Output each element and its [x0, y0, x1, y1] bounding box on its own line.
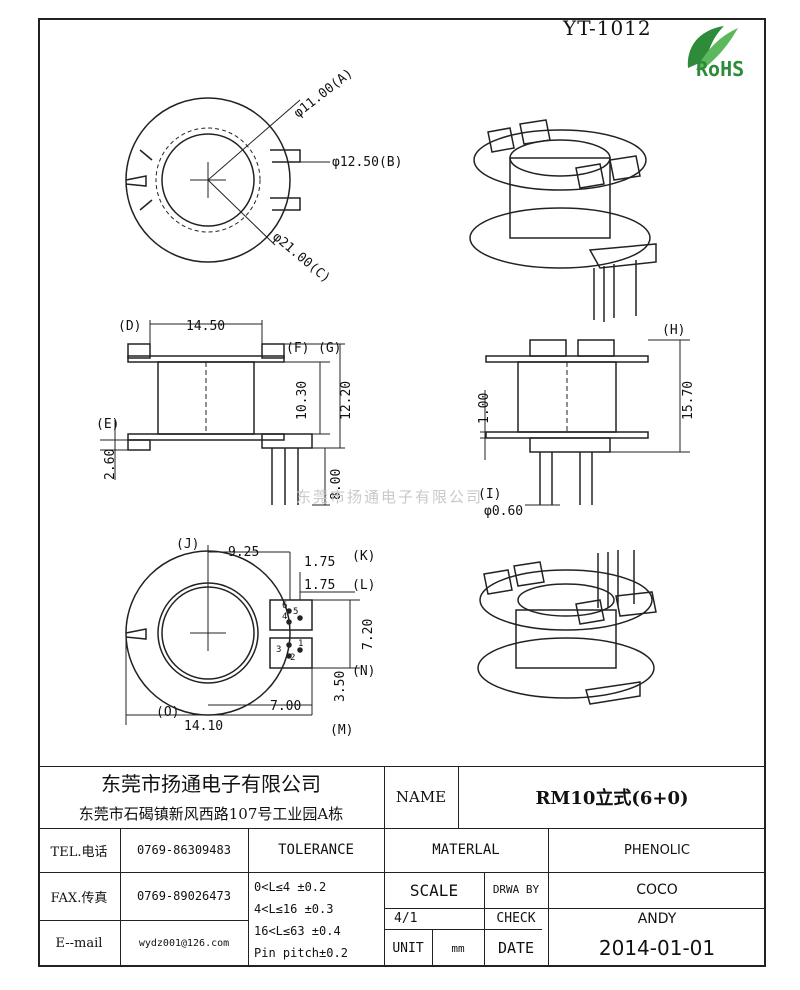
tolerance-row: 0<L≤4 ±0.2: [254, 880, 327, 894]
svg-text:8.00: 8.00: [329, 469, 344, 500]
side-view: [480, 339, 690, 506]
tel-value: 0769-86309483: [137, 843, 231, 857]
tolerance-label: TOLERANCE: [278, 842, 354, 858]
svg-text:4: 4: [282, 612, 287, 622]
svg-text:3.50: 3.50: [333, 671, 348, 702]
svg-text:14.50: 14.50: [186, 319, 225, 334]
svg-text:3: 3: [276, 645, 281, 655]
svg-text:5: 5: [293, 607, 298, 617]
model-code: YT-1012: [563, 16, 652, 40]
tolerance-row: Pin pitch±0.2: [254, 946, 348, 960]
fax-value: 0769-89026473: [137, 889, 231, 903]
svg-text:10.30: 10.30: [295, 381, 310, 420]
svg-text:φ21.00(C): φ21.00(C): [269, 230, 333, 287]
svg-text:(F): (F): [286, 341, 309, 356]
check-label: CHECK: [496, 911, 536, 926]
name-value: RM10立式(6+0): [535, 788, 689, 809]
svg-text:(H): (H): [662, 323, 685, 338]
rohs-logo: RoHS: [687, 26, 744, 80]
technical-drawing: φ11.00(A) φ12.50(B) φ21.00(C) (D) 14.50 …: [96, 66, 696, 738]
fax-label: FAX.传真: [50, 890, 108, 906]
svg-text:(I): (I): [478, 487, 501, 502]
email-label: E--mail: [55, 936, 103, 951]
title-block: 东莞市扬通电子有限公司 东莞市石碣镇新风西路107号工业园A栋 NAME RM1…: [38, 766, 766, 967]
material-value: PHENOLIC: [624, 842, 690, 858]
email-value: wydz001@126.com: [138, 938, 230, 949]
name-label: NAME: [395, 788, 447, 806]
svg-text:(L): (L): [352, 578, 375, 593]
svg-text:2: 2: [290, 653, 295, 663]
drawing-frame: [38, 18, 766, 967]
svg-text:(K): (K): [352, 549, 375, 564]
svg-text:φ12.50(B): φ12.50(B): [332, 155, 402, 170]
iso-view-top: [469, 119, 657, 322]
svg-text:1: 1: [298, 639, 303, 649]
svg-text:(E): (E): [96, 417, 119, 432]
svg-text:14.10: 14.10: [184, 719, 223, 734]
svg-text:(G): (G): [318, 341, 341, 356]
svg-text:RoHS: RoHS: [696, 57, 744, 80]
svg-text:1.75: 1.75: [304, 555, 335, 570]
svg-text:7.20: 7.20: [361, 619, 376, 650]
svg-text:9.25: 9.25: [228, 545, 259, 560]
svg-text:12.20: 12.20: [339, 381, 354, 420]
tolerance-row: 16<L≤63 ±0.4: [254, 924, 341, 938]
date-label: DATE: [497, 939, 535, 957]
svg-text:1.75: 1.75: [304, 578, 335, 593]
svg-text:(N): (N): [352, 664, 375, 679]
check-value: ANDY: [637, 910, 677, 927]
company-address: 东莞市石碣镇新风西路107号工业园A栋: [78, 804, 344, 823]
svg-text:6: 6: [282, 601, 287, 611]
material-label: MATERLAL: [432, 842, 500, 858]
svg-text:(J): (J): [176, 537, 199, 552]
unit-value: mm: [451, 941, 465, 955]
svg-text:φ0.60: φ0.60: [484, 504, 523, 519]
watermark-text: 东莞市扬通电子有限公司: [296, 488, 484, 506]
bottom-view: [125, 545, 360, 725]
front-view: [100, 320, 345, 506]
svg-text:(M): (M): [330, 723, 353, 738]
scale-value: 4/1: [394, 911, 418, 926]
svg-text:2.60: 2.60: [103, 449, 118, 480]
unit-label: UNIT: [392, 940, 424, 956]
drawn-by-value: COCO: [636, 882, 678, 898]
company-name: 东莞市扬通电子有限公司: [101, 771, 321, 796]
scale-label: SCALE: [409, 880, 459, 900]
tel-label: TEL.电话: [50, 844, 108, 860]
tolerance-row: 4<L≤16 ±0.3: [254, 902, 334, 916]
svg-text:7.00: 7.00: [270, 699, 301, 714]
svg-text:φ11.00(A): φ11.00(A): [291, 66, 356, 121]
tolerance-table: 0<L≤4 ±0.2 4<L≤16 ±0.3 16<L≤63 ±0.4 Pin …: [254, 876, 384, 964]
date-value: 2014-01-01: [598, 936, 716, 960]
top-view: [125, 97, 330, 263]
svg-text:15.70: 15.70: [681, 381, 696, 420]
svg-text:(D): (D): [118, 319, 141, 334]
svg-text:1.00: 1.00: [477, 393, 492, 424]
drawn-by-label: DRWA BY: [492, 883, 540, 896]
iso-view-bottom: [477, 550, 657, 705]
svg-text:(O): (O): [156, 705, 179, 720]
